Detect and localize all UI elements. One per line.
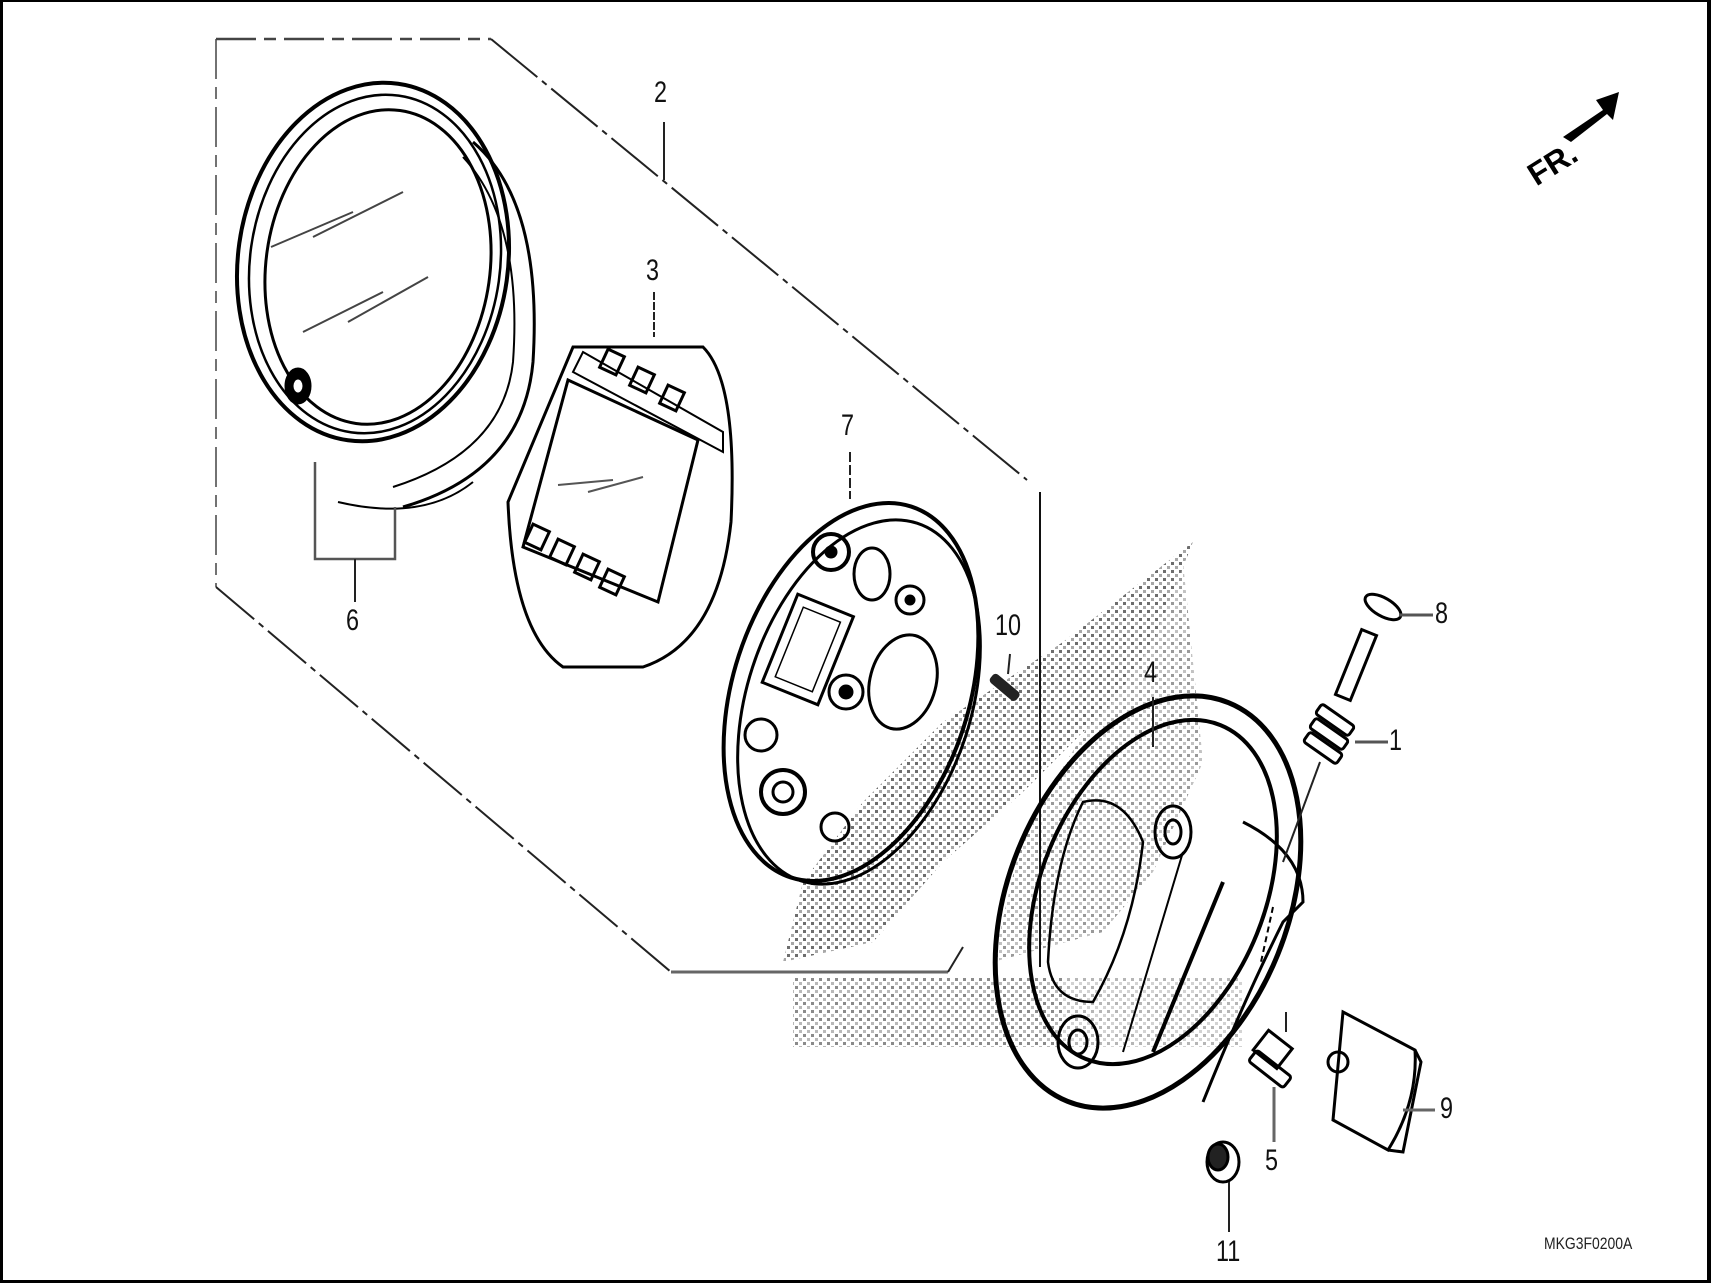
part-5-grommet xyxy=(1248,1012,1295,1142)
callout-4[interactable]: 4 xyxy=(1144,656,1158,689)
part-6-meter-cover xyxy=(234,80,536,510)
callout-11[interactable]: 11 xyxy=(1216,1235,1241,1268)
diagram-code: MKG3F0200A xyxy=(1544,1234,1633,1253)
part-1-rubber-pad xyxy=(1282,703,1388,863)
callout-3[interactable]: 3 xyxy=(646,254,660,287)
front-arrow-icon xyxy=(1563,92,1619,142)
part-8-bolt xyxy=(1333,592,1433,703)
part-7-meter-case xyxy=(721,500,982,886)
callout-5[interactable]: 5 xyxy=(1265,1144,1279,1177)
callout-7[interactable]: 7 xyxy=(841,409,855,442)
part-6-leader xyxy=(313,462,397,602)
part-9-clamp xyxy=(1326,1009,1435,1154)
callout-8[interactable]: 8 xyxy=(1435,597,1449,630)
callout-9[interactable]: 9 xyxy=(1440,1092,1454,1125)
assembly-bracket-part-2 xyxy=(215,37,1041,974)
part-4-meter-housing xyxy=(992,693,1305,1111)
callout-2[interactable]: 2 xyxy=(654,76,668,109)
part-11-screw xyxy=(1205,1140,1241,1232)
part-10-screw xyxy=(989,653,1020,701)
callout-10[interactable]: 10 xyxy=(995,609,1022,642)
callout-1[interactable]: 1 xyxy=(1389,724,1403,757)
part-3-lcd-unit xyxy=(506,345,734,669)
exploded-view-drawing xyxy=(215,37,1619,1232)
part-2-leader xyxy=(663,122,665,180)
callout-6[interactable]: 6 xyxy=(346,604,360,637)
